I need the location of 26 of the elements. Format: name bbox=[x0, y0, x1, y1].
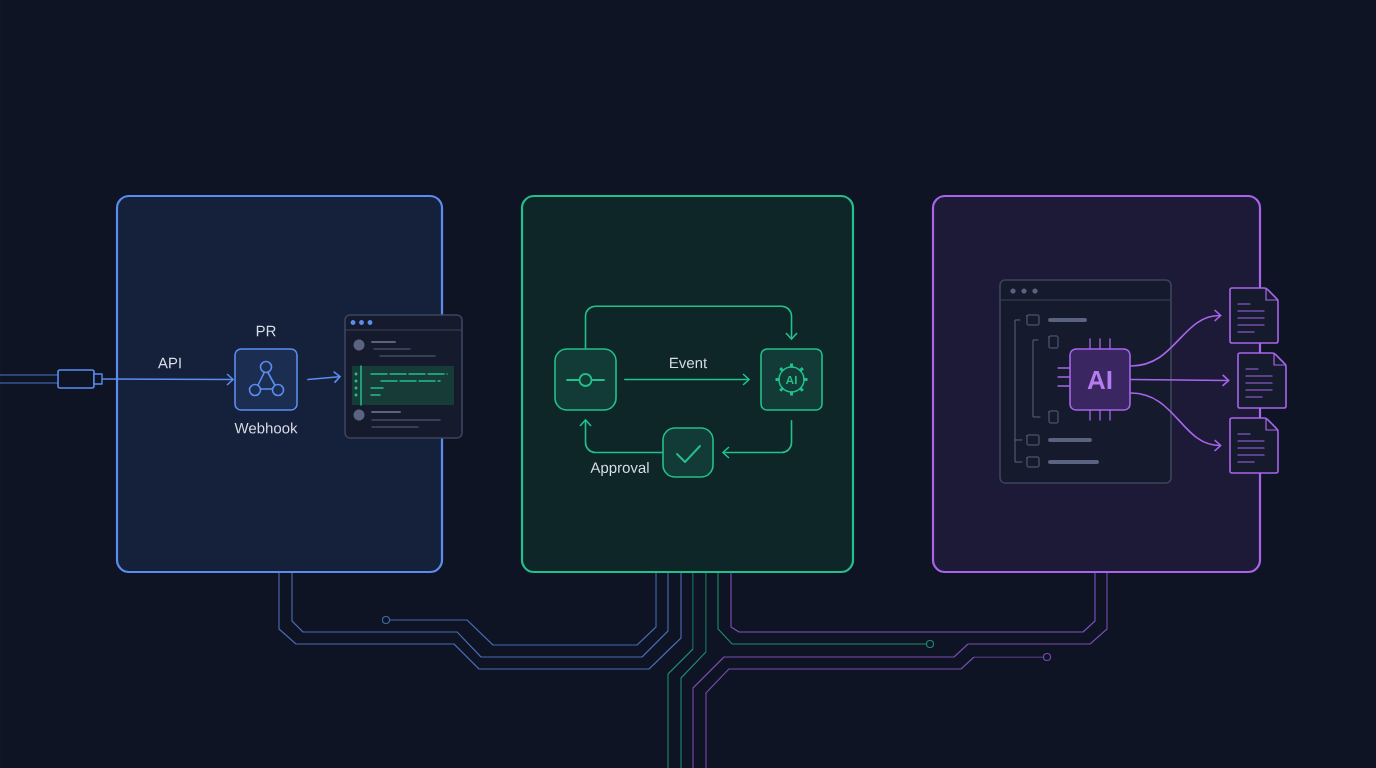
document-icon bbox=[1237, 352, 1287, 409]
document-icon bbox=[1229, 417, 1279, 474]
arrow bbox=[307, 370, 342, 384]
arrow bbox=[226, 373, 235, 386]
checkmark-icon-box bbox=[662, 427, 714, 478]
edge-label: Event bbox=[670, 357, 708, 369]
panel bbox=[520, 194, 855, 574]
arrow bbox=[1130, 309, 1222, 367]
edge-label: Approval bbox=[590, 462, 649, 476]
gear-icon-box: AI bbox=[760, 348, 823, 411]
circuit-trace bbox=[730, 572, 1096, 633]
plug-drawing bbox=[0, 369, 103, 389]
arrow bbox=[1130, 374, 1230, 387]
commit-icon-box bbox=[554, 348, 617, 411]
arrow bbox=[584, 305, 798, 349]
circuit-trace bbox=[278, 572, 682, 670]
arrow bbox=[579, 418, 663, 454]
arrow bbox=[1130, 392, 1222, 452]
icon-caption: Webhook bbox=[234, 422, 298, 434]
edge-label: API bbox=[157, 357, 181, 369]
arrow bbox=[721, 420, 793, 459]
arrow bbox=[624, 373, 751, 386]
app-window-drawing bbox=[344, 314, 463, 439]
document-icon bbox=[1229, 287, 1279, 344]
icon-caption: PR bbox=[256, 325, 276, 337]
circuit-trace bbox=[291, 572, 669, 658]
